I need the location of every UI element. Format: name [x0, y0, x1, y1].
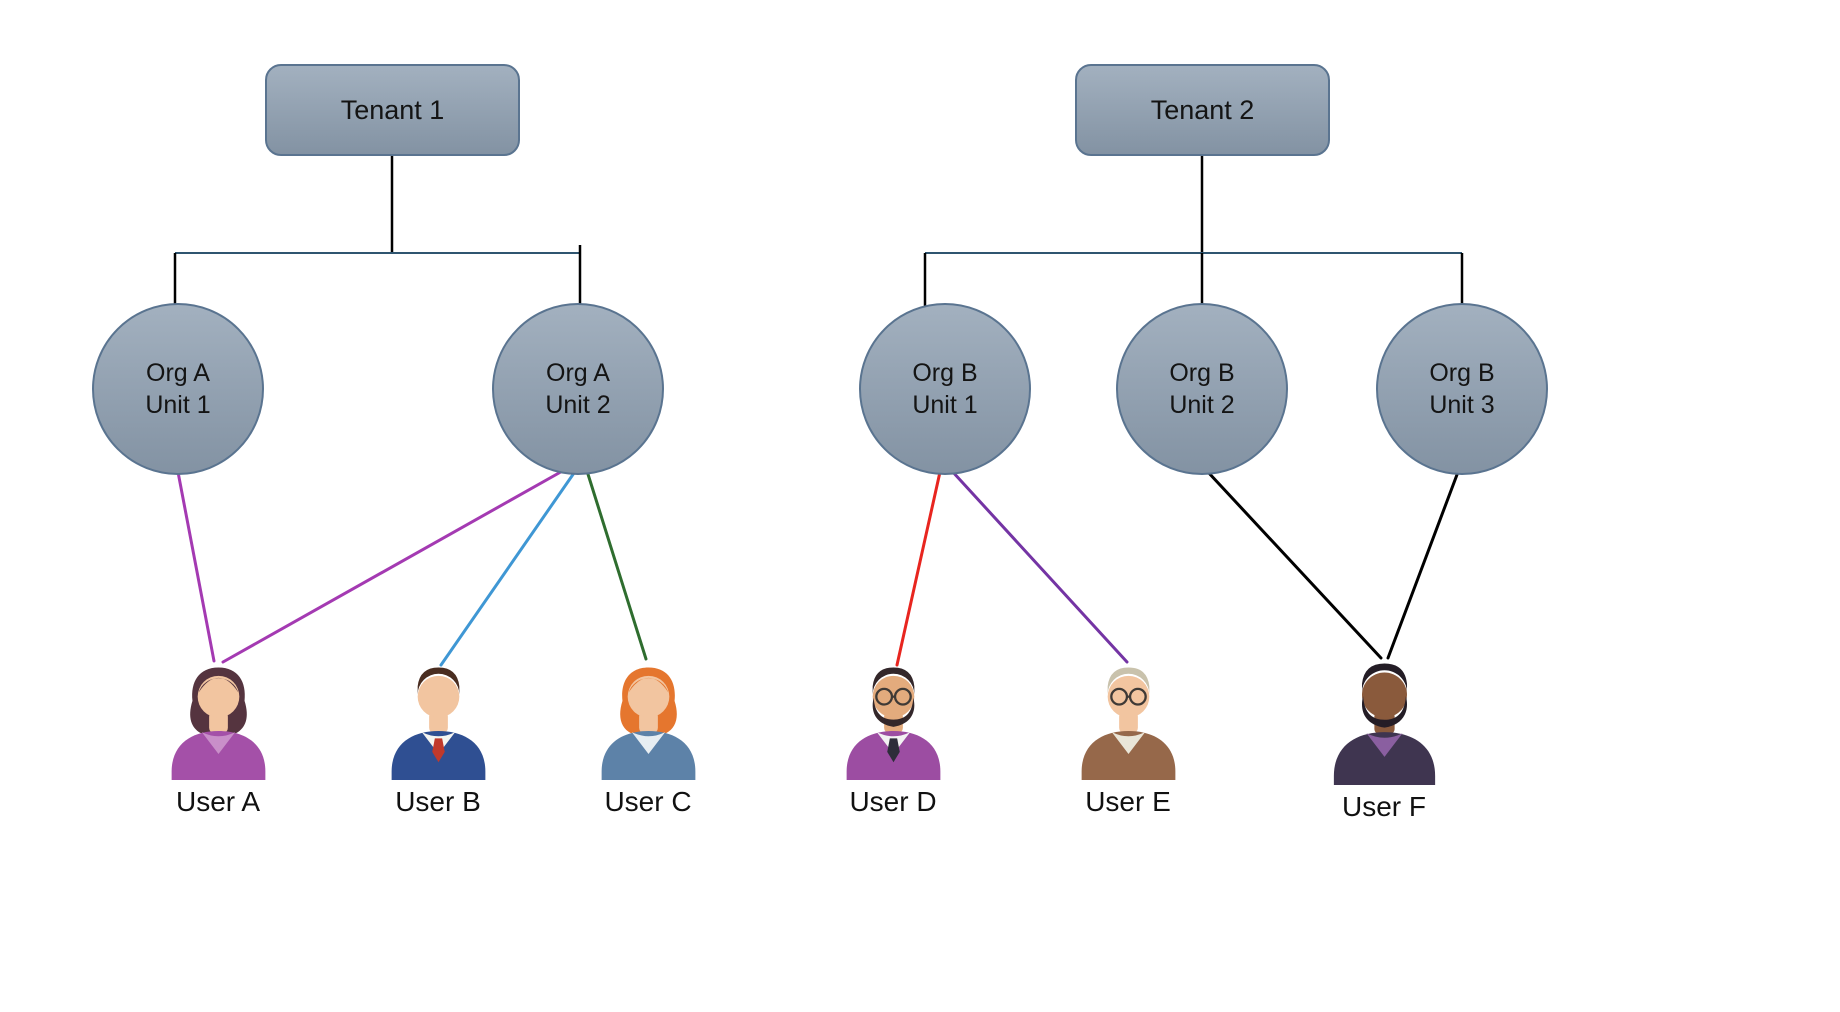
tenant-2-label: Tenant 2	[1150, 94, 1255, 125]
user-a-label: User A	[175, 786, 261, 817]
user-e-figure: User E	[1063, 655, 1193, 818]
org-a-unit-1-line1: Org A	[146, 358, 210, 387]
org-b-unit-3-line2: Unit 3	[1429, 391, 1495, 419]
user-f-figure: User F	[1314, 650, 1454, 823]
user-d-person-icon	[846, 667, 940, 780]
user-d-figure: User D	[828, 655, 958, 818]
org-b-unit-3-line1: Org B	[1429, 358, 1495, 387]
glasses-icon	[1109, 687, 1147, 706]
user-c-label: User C	[604, 786, 692, 817]
assignment-line-orgB1-userE	[949, 468, 1129, 664]
assignment-line-orgB3-userF	[1386, 470, 1460, 660]
org-a-unit-1-line2: Unit 1	[145, 391, 211, 419]
user-c-person-icon	[601, 667, 695, 780]
user-a-person-icon	[171, 667, 265, 780]
org-b-unit-2-line1: Org B	[1169, 358, 1235, 387]
user-e-person-icon	[1081, 667, 1175, 780]
org-a-unit-2-node: Org A Unit 2	[492, 303, 664, 475]
user-b-person-icon	[391, 667, 485, 780]
tenant-1-label: Tenant 1	[340, 94, 445, 125]
org-b-unit-1-line2: Unit 1	[912, 391, 978, 419]
org-a-unit-2-line1: Org A	[546, 358, 610, 387]
org-a-unit-1-node: Org A Unit 1	[92, 303, 264, 475]
tenant-1-node: Tenant 1	[265, 64, 520, 156]
org-b-unit-2-node: Org B Unit 2	[1116, 303, 1288, 475]
user-c-figure: User C	[583, 655, 713, 818]
org-b-unit-1-line1: Org B	[912, 358, 978, 387]
tenant-2-node: Tenant 2	[1075, 64, 1330, 156]
assignment-line-orgA2-userA	[221, 467, 568, 664]
user-a-figure: User A	[153, 655, 283, 818]
org-b-unit-2-line2: Unit 2	[1169, 391, 1235, 419]
user-f-label: User F	[1342, 791, 1426, 822]
org-b-unit-1-node: Org B Unit 1	[859, 303, 1031, 475]
assignment-line-orgB1-userD	[895, 470, 942, 667]
user-e-label: User E	[1085, 786, 1171, 817]
assignment-line-orgB2-userF	[1205, 469, 1383, 660]
assignment-line-orgA2-userB	[439, 471, 576, 667]
user-f-person-icon	[1333, 663, 1435, 785]
user-d-label: User D	[849, 786, 937, 817]
org-a-unit-2-line2: Unit 2	[545, 391, 611, 419]
glasses-icon	[874, 687, 912, 706]
assignment-line-orgA1-userA	[176, 470, 216, 663]
user-b-label: User B	[395, 786, 481, 817]
user-b-figure: User B	[373, 655, 503, 818]
org-b-unit-3-node: Org B Unit 3	[1376, 303, 1548, 475]
assignment-line-orgA2-userC	[585, 469, 648, 661]
